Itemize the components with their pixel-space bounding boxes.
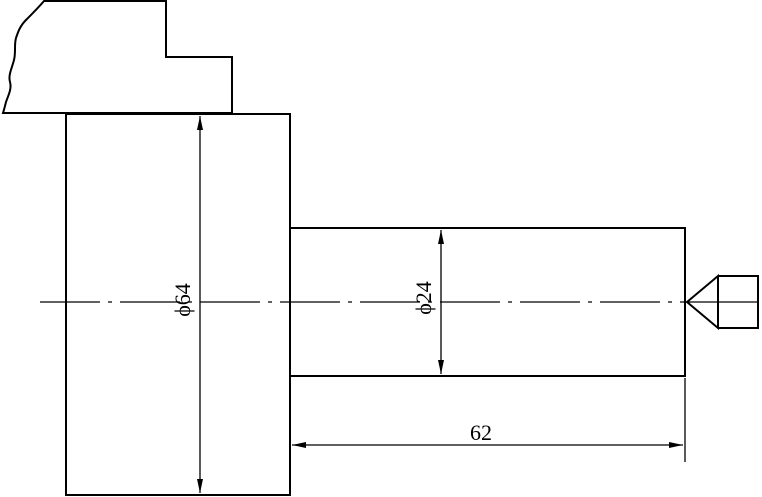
tailstock-center [685,273,759,331]
large-diameter-label: ϕ64 [170,283,195,317]
small-diameter-label: ϕ24 [411,281,436,315]
large-diameter-section [65,113,291,496]
chuck-jaw [1,0,233,114]
length-label: 62 [470,420,492,445]
